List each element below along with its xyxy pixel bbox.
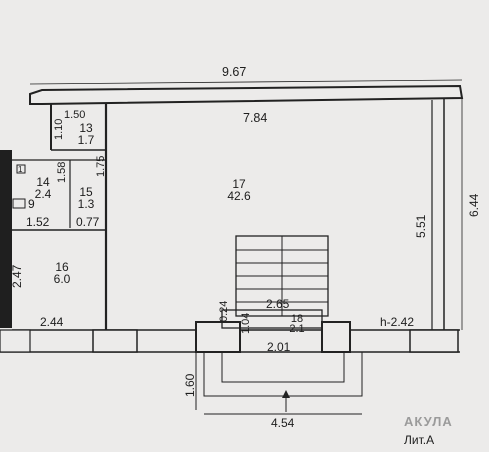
room-17-area: 42.6 [227,189,251,203]
room-15-number: 15 [79,185,93,199]
room-14-number: 14 [36,175,50,189]
dim-corridor-height: 1.10 [53,118,65,140]
dim-porch-width: 4.54 [271,416,295,430]
room-15-label: 15 1.3 [74,186,98,210]
room-18-number: 18 [290,313,304,325]
dim-overall-width: 9.67 [222,65,247,79]
dim-corridor-width: 1.50 [64,109,86,121]
dim-small-gap: 0.24 [218,300,230,322]
window-right [409,329,459,353]
watermark: АКУЛА [404,414,453,429]
dim-left-height: 2.47 [10,264,24,288]
room-13-label: 13 1.7 [74,122,98,146]
dim-room15-width: 0.77 [76,215,100,229]
window-left-2 [92,329,138,353]
dim-closet-height-2: 1.75 [95,155,107,177]
dim-closet-height: 1.58 [56,161,68,183]
dim-porch-depth: 1.60 [183,373,197,397]
marker-1-box [16,164,26,174]
marker-1: 1 [18,165,23,174]
room-13-number: 13 [79,121,93,135]
entry-block-right [321,321,351,353]
left-wall-block [0,150,12,328]
entry-block-left [195,321,241,353]
dim-bottom-left: 2.44 [40,315,64,329]
room-16-label: 16 6.0 [48,261,76,285]
dim-inner-right: 5.51 [414,214,428,238]
room-17-label: 17 42.6 [222,178,256,202]
porch-outline [203,352,363,397]
marker-2: 9 [28,197,35,211]
marker-2-box [12,198,26,209]
room-17-number: 17 [232,177,246,191]
room-16-number: 16 [55,260,69,274]
dim-vestibule-depth: 1.04 [240,312,252,334]
porch-arrow-icon [282,390,290,398]
room-15-area: 1.3 [77,197,95,211]
room-18-label: 18 2.1 [284,313,310,335]
footer-label: Лит.А [404,433,435,447]
dim-room14-width: 1.52 [26,215,50,229]
room-14-label: 14 2.4 [30,176,56,200]
dim-entry-width: 2.01 [267,340,291,354]
room-16-area: 6.0 [53,272,71,286]
room-18-area: 2.1 [289,323,305,335]
window-left [0,329,31,353]
dim-h-mark: h-2.42 [380,315,415,329]
dim-inner-width: 7.84 [243,111,268,125]
dim-vestibule-width: 2.65 [266,297,290,311]
porch-inner [221,352,345,383]
dim-right-height: 6.44 [467,193,481,217]
beam-inner-line [41,97,461,105]
dim-line-top [29,79,463,85]
room-14-area: 2.4 [34,187,52,201]
room-13-area: 1.7 [77,133,95,147]
vestibule [221,309,323,329]
